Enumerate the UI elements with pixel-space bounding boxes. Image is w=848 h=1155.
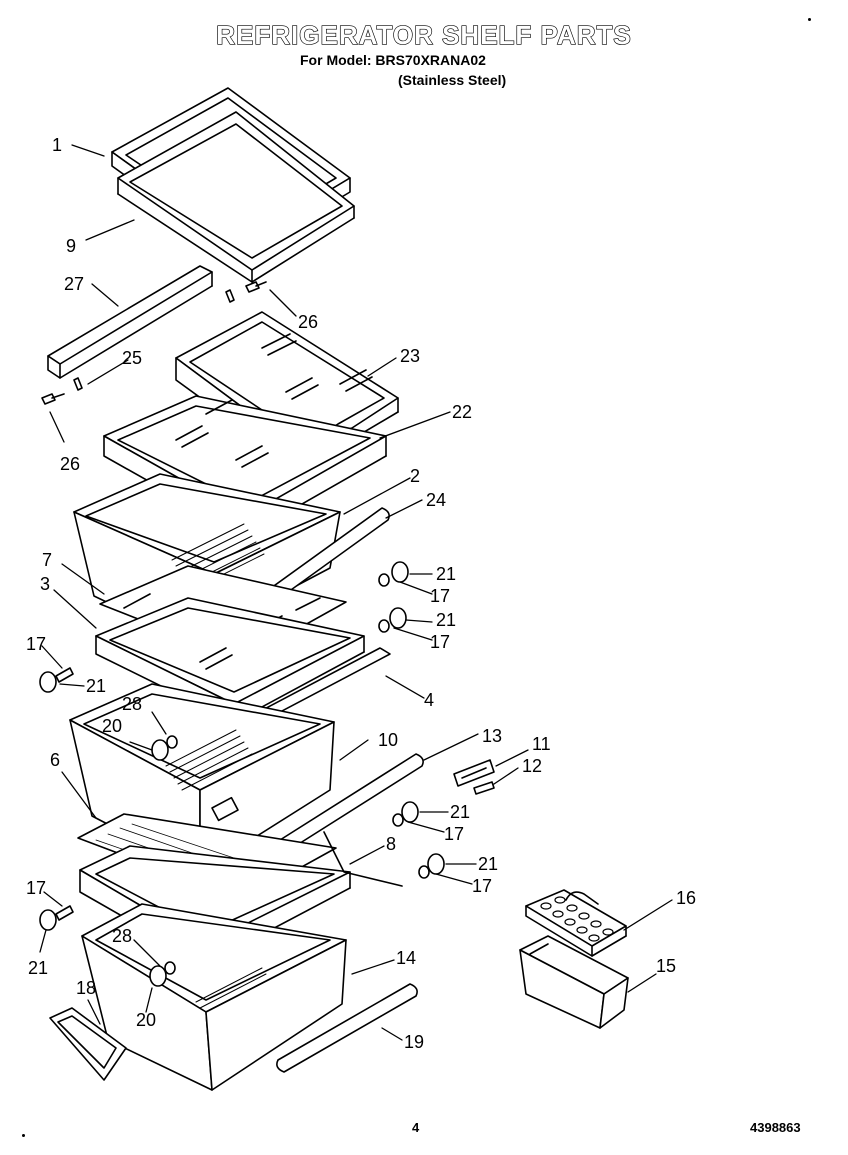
screw-26: [41, 281, 267, 405]
callout-label: 16: [676, 888, 696, 908]
shelf-clip-25: [73, 289, 235, 391]
callout-label: 25: [122, 348, 142, 368]
callout-label: 21: [436, 610, 456, 630]
callout-label: 26: [298, 312, 318, 332]
callout-label: 19: [404, 1032, 424, 1052]
callout-label: 3: [40, 574, 50, 594]
leader-lines: [39, 144, 673, 1041]
callout-label: 21: [478, 854, 498, 874]
shelf-rail-27: [47, 265, 213, 379]
callout-label: 13: [482, 726, 502, 746]
shelf-frame-9: [117, 111, 355, 283]
callout-label: 2: [410, 466, 420, 486]
callout-label: 28: [122, 694, 142, 714]
humidity-control-11-12: [453, 759, 495, 795]
callout-label: 28: [112, 926, 132, 946]
callout-label: 24: [426, 490, 446, 510]
callout-label: 21: [28, 958, 48, 978]
callout-label: 8: [386, 834, 396, 854]
callout-label: 27: [64, 274, 84, 294]
storage-bin-15: [519, 935, 629, 1029]
callout-label: 17: [26, 634, 46, 654]
page-number: 4: [412, 1120, 420, 1135]
document-number: 4398863: [750, 1120, 801, 1135]
callout-label: 20: [102, 716, 122, 736]
callout-label: 21: [86, 676, 106, 696]
callout-label: 4: [424, 690, 434, 710]
callout-label: 17: [472, 876, 492, 896]
callout-label: 17: [430, 586, 450, 606]
callout-label: 20: [136, 1010, 156, 1030]
diagram-title: REFRIGERATOR SHELF PARTS: [216, 19, 632, 50]
corner-mark: [808, 18, 811, 21]
callout-label: 21: [436, 564, 456, 584]
callout-label: 1: [52, 135, 62, 155]
corner-mark: [22, 1134, 25, 1137]
callout-label: 21: [450, 802, 470, 822]
callout-label: 12: [522, 756, 542, 776]
callout-label: 17: [430, 632, 450, 652]
callout-label: 17: [444, 824, 464, 844]
drawer-handle-19: [276, 983, 418, 1073]
callout-label: 9: [66, 236, 76, 256]
callout-label: 18: [76, 978, 96, 998]
callout-label: 10: [378, 730, 398, 750]
callout-label: 11: [532, 734, 551, 754]
callout-label: 15: [656, 956, 676, 976]
callout-label: 14: [396, 948, 416, 968]
pan-drawer-14: [81, 903, 347, 1091]
callout-label: 7: [42, 550, 52, 570]
wheel-fasteners: [39, 561, 445, 987]
label-holder-18: [49, 1007, 127, 1081]
callout-label: 22: [452, 402, 472, 422]
finish-line: (Stainless Steel): [398, 72, 507, 88]
model-number-line: For Model: BRS70XRANA02: [300, 52, 486, 68]
callout-label: 23: [400, 346, 420, 366]
part-callouts: 1 9 27 26 25 23 22 26 2 24 7 21 3 17 21 …: [26, 135, 696, 1052]
callout-label: 26: [60, 454, 80, 474]
callout-label: 17: [26, 878, 46, 898]
callout-label: 6: [50, 750, 60, 770]
egg-tray-16: [525, 889, 627, 957]
